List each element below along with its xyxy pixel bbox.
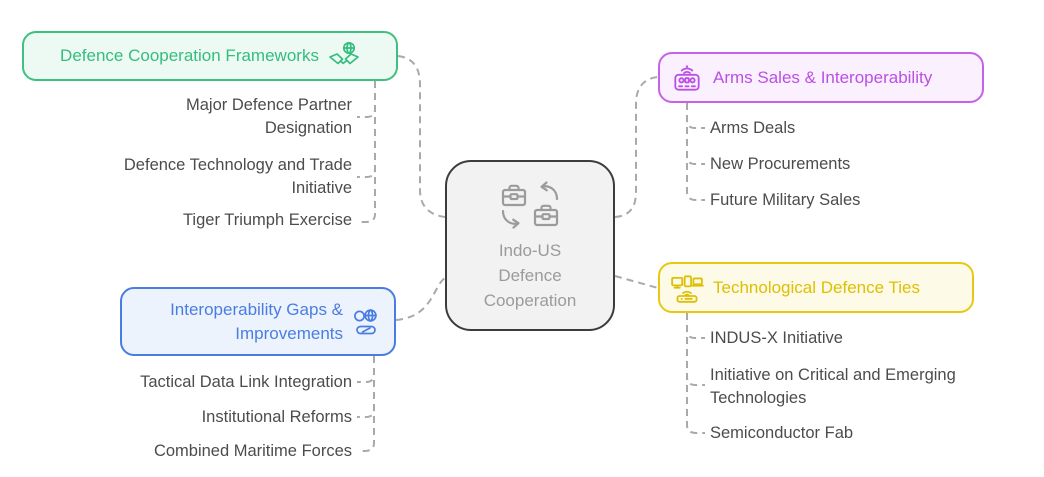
handshake-globe-icon: [328, 40, 360, 72]
branch-item[interactable]: Defence Technology and Trade Initiative: [123, 156, 352, 197]
branch-item[interactable]: Tactical Data Link Integration: [140, 373, 352, 391]
branch-title: Defence Cooperation Frameworks: [60, 46, 319, 65]
branch-item[interactable]: INDUS-X Initiative: [710, 329, 843, 347]
link-center-yellow: [614, 275, 659, 289]
globe-toggle-icon: [350, 306, 382, 338]
center-node-title: Indo-US Defence Cooperation: [483, 240, 577, 310]
branch-item[interactable]: Arms Deals: [710, 119, 796, 137]
branch-title: Interoperability Gaps & Improvements: [170, 299, 343, 343]
link-center-purple: [614, 76, 659, 218]
link-center-blue: [395, 277, 446, 321]
branch-title: Arms Sales & Interoperability: [713, 67, 933, 87]
connected-devices-icon: [670, 271, 704, 305]
branch-node-defence-cooperation-frameworks[interactable]: Defence Cooperation Frameworks: [22, 31, 398, 81]
branch-item[interactable]: Institutional Reforms: [201, 408, 352, 426]
branch-item[interactable]: Combined Maritime Forces: [153, 442, 352, 460]
briefcase-exchange-icon: [497, 179, 563, 231]
center-node[interactable]: Indo-US Defence Cooperation: [445, 160, 615, 331]
remote-control-icon: [670, 61, 704, 95]
branch-item[interactable]: Future Military Sales: [710, 191, 861, 209]
branch-item[interactable]: New Procurements: [710, 155, 851, 173]
branch-node-arms-sales[interactable]: Arms Sales & Interoperability: [658, 52, 984, 103]
branch-node-technological-defence-ties[interactable]: Technological Defence Ties: [658, 262, 974, 313]
branch-item[interactable]: Initiative on Critical and Emerging Tech…: [710, 366, 956, 407]
link-center-green: [397, 55, 446, 218]
branch-item[interactable]: Semiconductor Fab: [710, 424, 854, 442]
branch-node-interoperability-gaps[interactable]: Interoperability Gaps & Improvements: [120, 287, 396, 356]
branch-item[interactable]: Major Defence Partner Designation: [186, 96, 352, 137]
branch-item[interactable]: Tiger Triumph Exercise: [182, 211, 352, 229]
branch-title: Technological Defence Ties: [713, 277, 920, 297]
